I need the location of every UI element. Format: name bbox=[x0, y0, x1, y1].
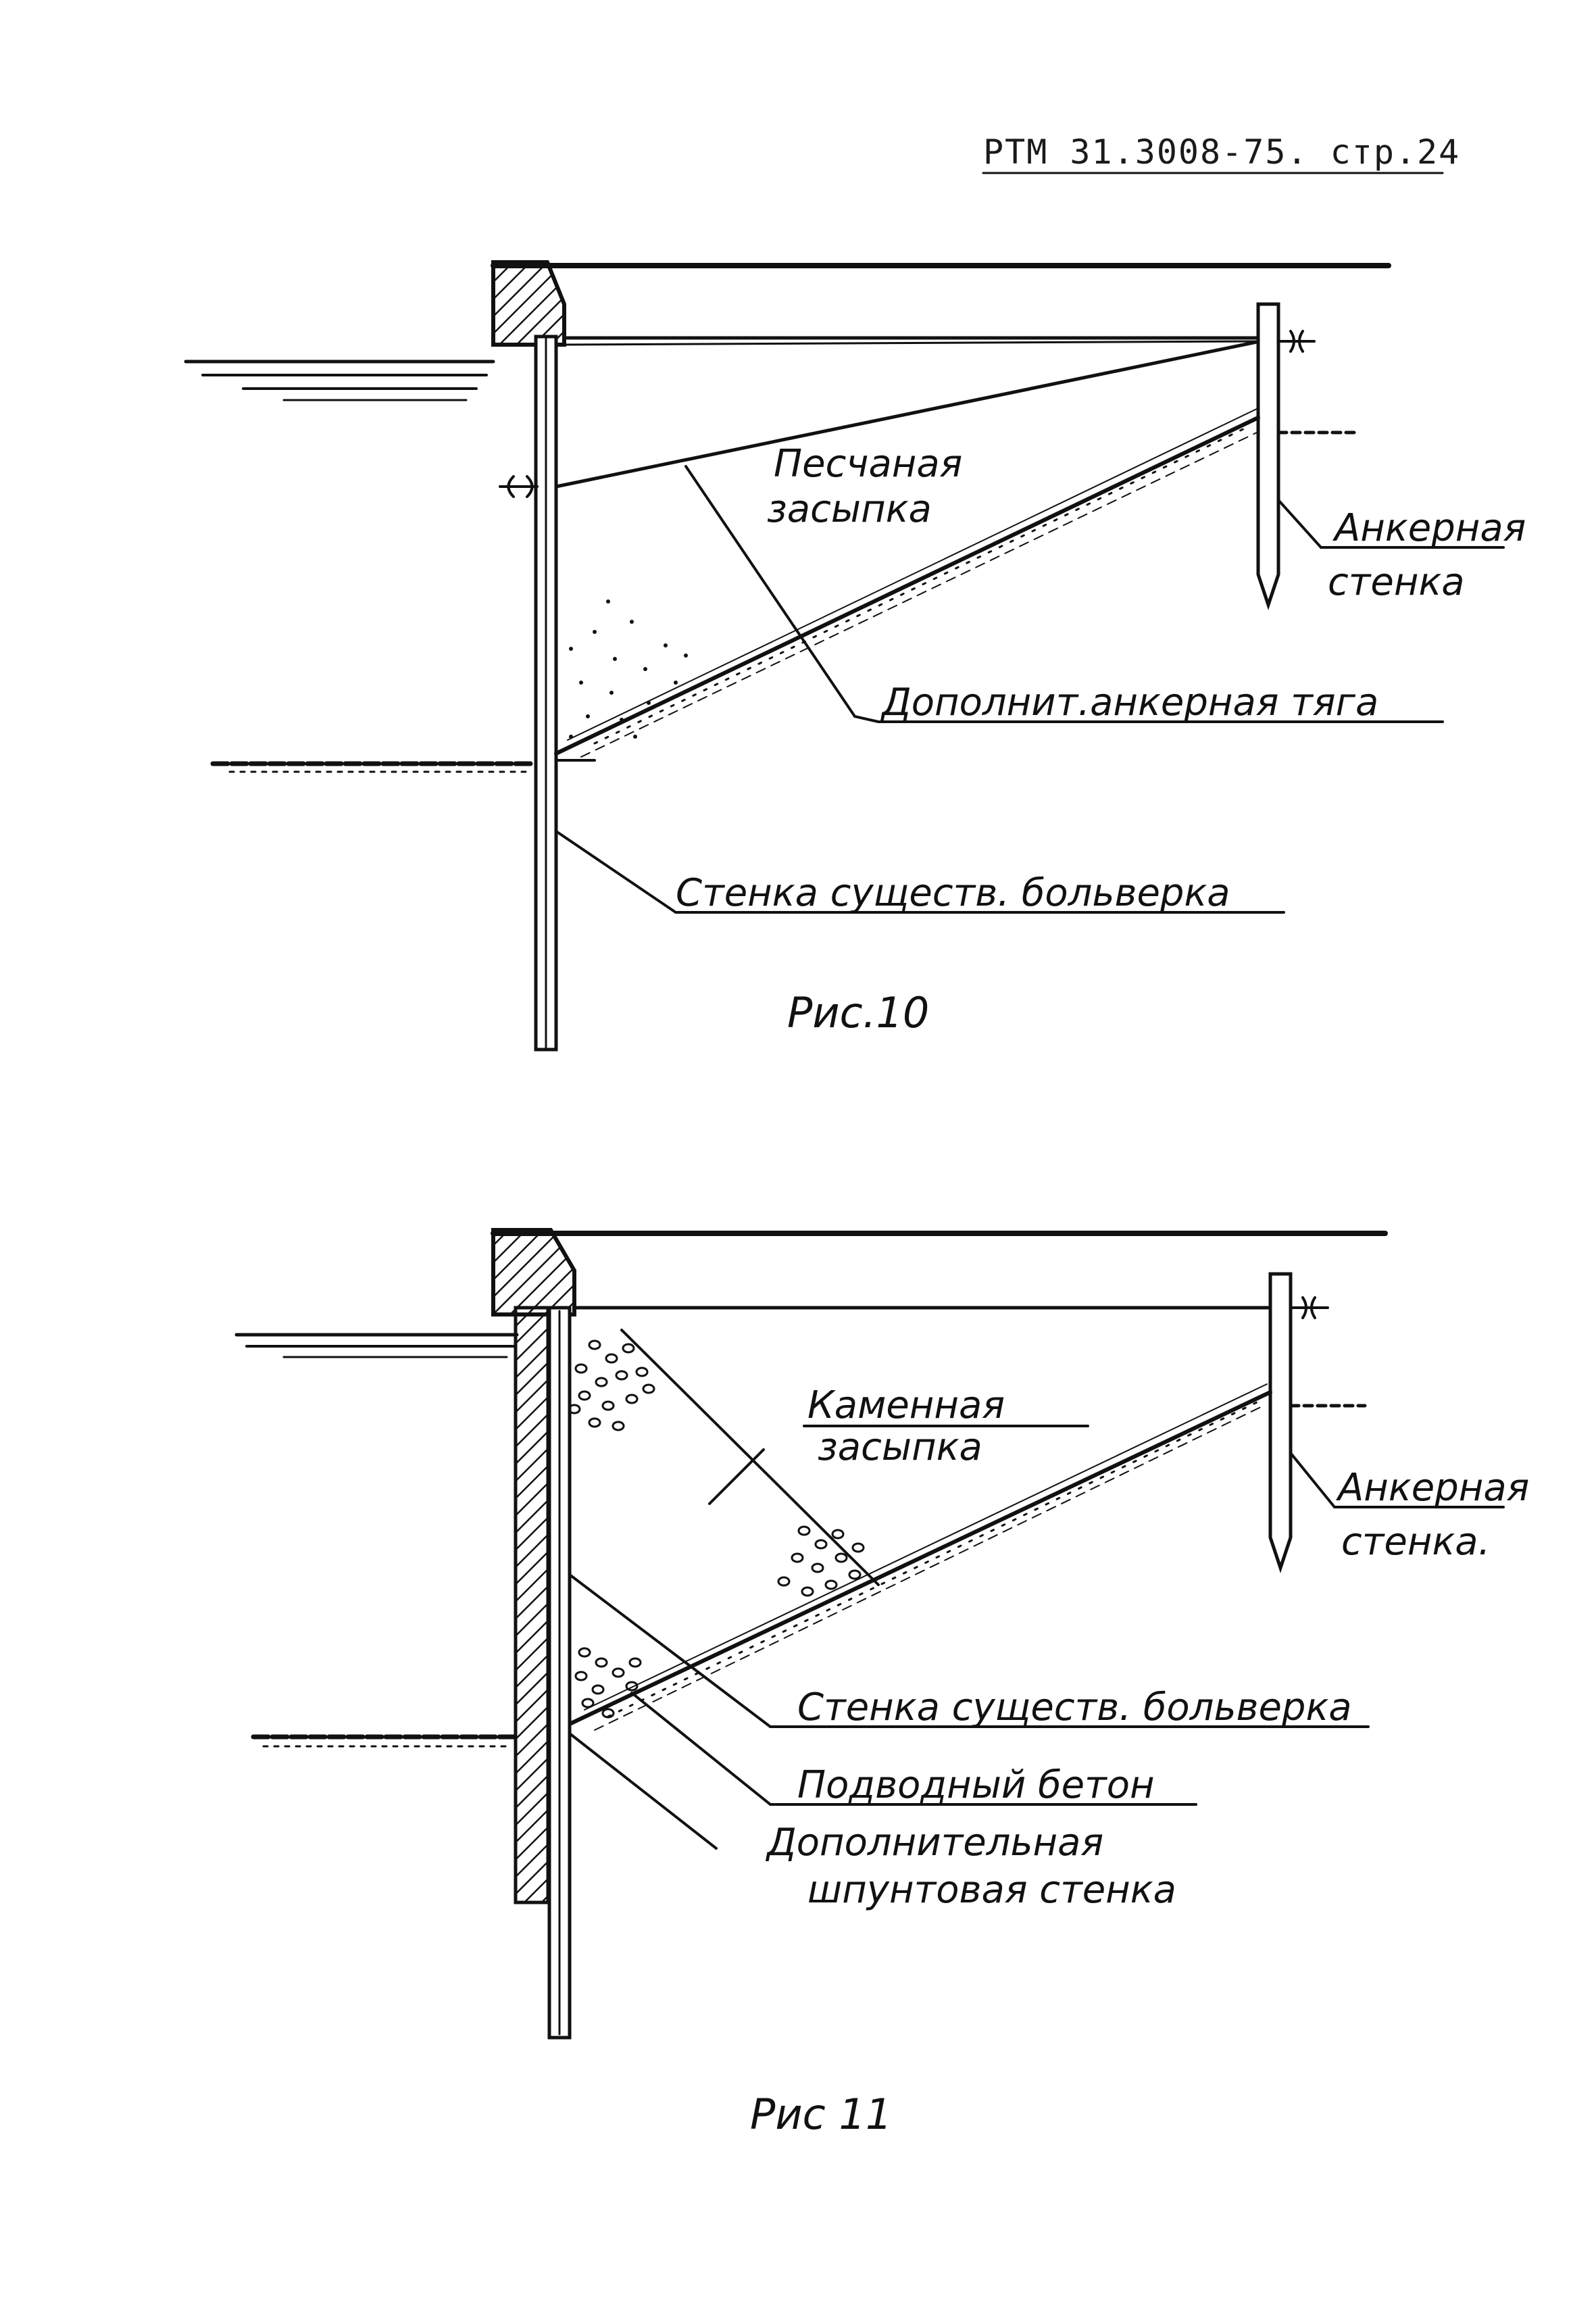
leader-sheet-pile-wall bbox=[568, 1732, 718, 1850]
figure-11-caption: Рис 11 bbox=[750, 2090, 892, 2139]
leader-stone-backfill bbox=[708, 1448, 765, 1505]
label-underwater-concrete: Подводный бетон bbox=[797, 1763, 1155, 1807]
cap-beam bbox=[491, 1228, 576, 1316]
stone-pebbles-upper bbox=[568, 1339, 655, 1431]
label-existing-bulkhead: Стенка существ. больверка bbox=[797, 1685, 1352, 1729]
leader-existing-wall bbox=[555, 830, 677, 914]
anchor-connector-symbol bbox=[1289, 1296, 1329, 1319]
seabed-line bbox=[251, 1734, 516, 1748]
anchor-wall bbox=[1256, 302, 1280, 610]
label-additional-tie-rod: Дополнит.анкерная тяга bbox=[880, 681, 1378, 724]
label-anchor-wall-line1: Анкерная bbox=[1336, 1466, 1529, 1510]
leader-existing-wall bbox=[568, 1573, 772, 1728]
label-stone-backfill-line1: Каменная bbox=[807, 1383, 1005, 1427]
label-anchor-wall-line2: стенка. bbox=[1341, 1520, 1490, 1564]
sand-dots bbox=[569, 599, 688, 739]
backfill-slope bbox=[554, 408, 1357, 758]
tie-connector-symbol bbox=[499, 475, 539, 498]
label-sheet-pile-wall-line1: Дополнительная bbox=[765, 1821, 1103, 1865]
stone-backfill-boundary bbox=[620, 1329, 880, 1586]
anchor-wall bbox=[1268, 1272, 1293, 1573]
label-sheet-pile-wall-line2: шпунтовая стенка bbox=[807, 1868, 1176, 1912]
label-anchor-wall-line2: стенка bbox=[1328, 560, 1465, 604]
label-sand-backfill-line1: Песчаная bbox=[774, 442, 962, 486]
document-header: РТМ 31.3008-75. стр.24 bbox=[983, 132, 1460, 172]
anchor-connector-symbol bbox=[1277, 330, 1316, 353]
label-existing-bulkhead: Стенка существ. больверка bbox=[676, 871, 1230, 915]
figure-11: Каменная засыпка Анкерная стенка. Стенка… bbox=[234, 1228, 1529, 2139]
figure-10: Песчаная засыпка Анкерная стенка Дополни… bbox=[184, 260, 1526, 1052]
leader-underwater-concrete bbox=[630, 1692, 772, 1806]
backfill-slope bbox=[569, 1383, 1367, 1731]
additional-sheet-pile-wall bbox=[514, 1306, 550, 1904]
figure-10-caption: Рис.10 bbox=[787, 988, 929, 1037]
cap-beam bbox=[491, 260, 566, 347]
label-anchor-wall-line1: Анкерная bbox=[1332, 506, 1526, 550]
label-sand-backfill-line2: засыпка bbox=[767, 487, 932, 531]
water-level-marks bbox=[184, 360, 495, 401]
stone-pebbles-lower bbox=[777, 1525, 865, 1597]
leader-sand bbox=[684, 465, 856, 718]
label-stone-backfill-line2: засыпка bbox=[818, 1425, 982, 1469]
leader-anchor-wall bbox=[1277, 499, 1322, 549]
leader-anchor-wall bbox=[1289, 1452, 1336, 1508]
underwater-concrete-pebbles bbox=[574, 1647, 642, 1719]
additional-tie-rod bbox=[554, 339, 1262, 489]
water-level-marks bbox=[234, 1333, 519, 1358]
seabed-line bbox=[210, 759, 596, 773]
